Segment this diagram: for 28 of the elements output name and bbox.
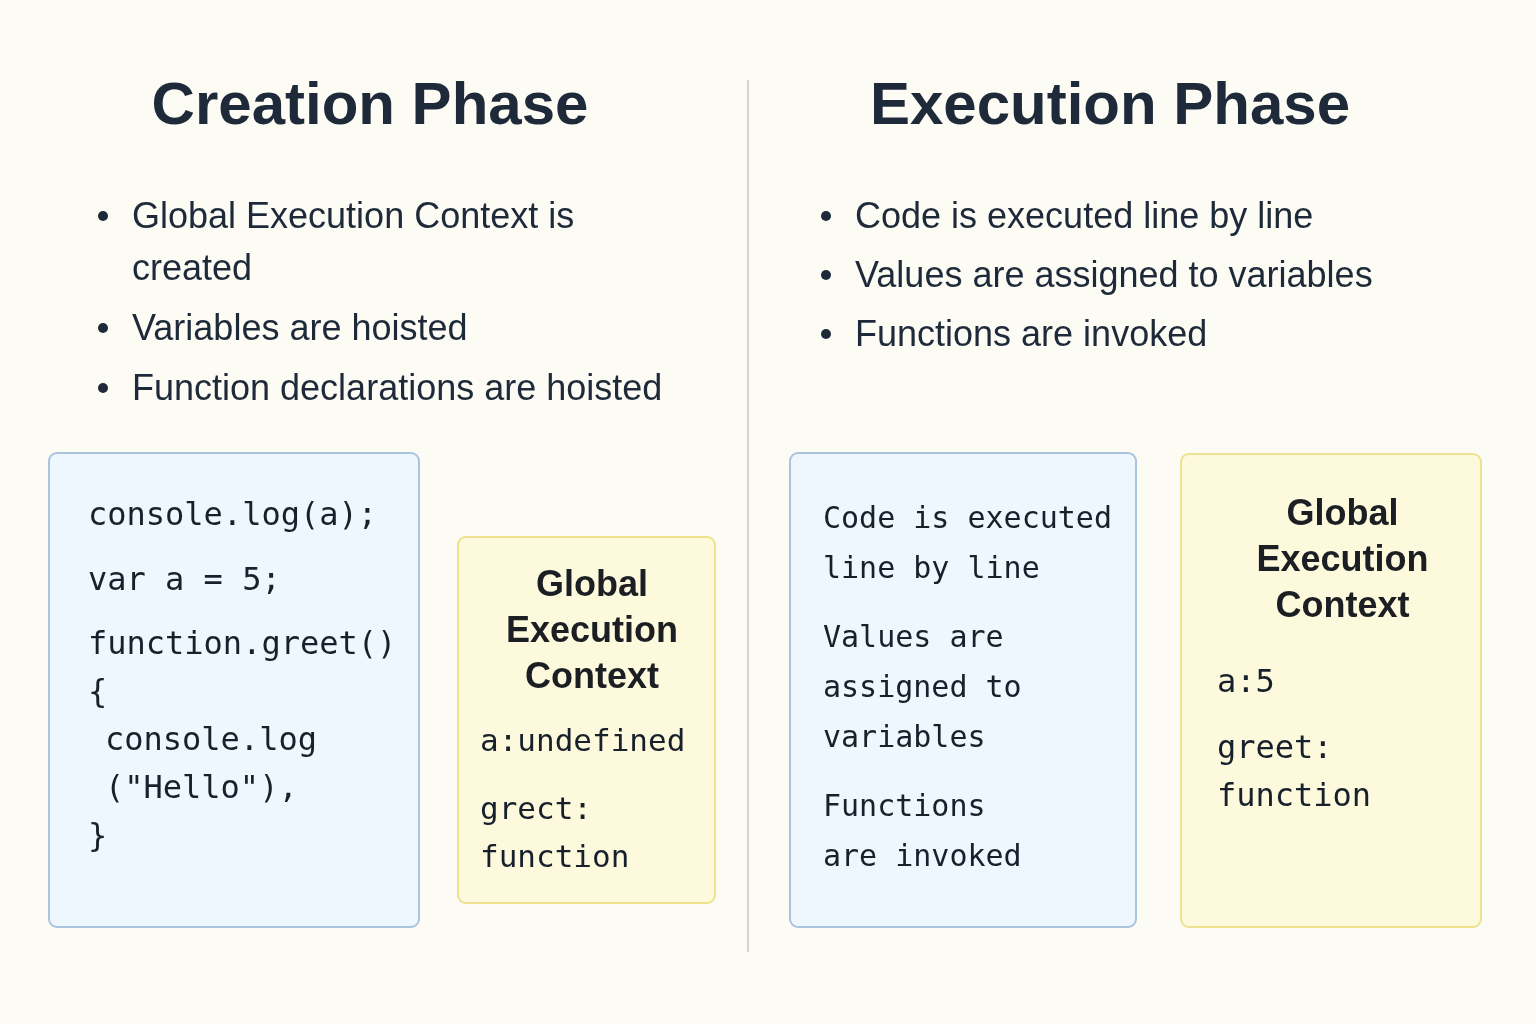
code-line: function.greet() [88, 623, 397, 664]
bullet-text: Function declarations are hoisted [132, 366, 664, 410]
column-heading: Execution Phase [868, 69, 1352, 139]
code-line: ("Hello"), [105, 767, 298, 808]
bullet-text: Functions are invoked [855, 312, 1209, 356]
memory-entry: a:5 [1217, 661, 1275, 702]
panel-heading: Global Execution Context [1255, 491, 1430, 627]
bullet-text: Values are assigned to variables [855, 253, 1374, 297]
code-line: console.log [105, 719, 317, 760]
memory-panel [1180, 453, 1482, 928]
code-line: console.log(a); [88, 494, 377, 535]
panel-heading: Global Execution Context [504, 562, 679, 698]
memory-entry: a:undefined [480, 721, 686, 760]
step-text: Functions are invoked [823, 787, 1023, 875]
code-panel [789, 452, 1137, 928]
memory-entry: greet: function [1217, 727, 1373, 816]
code-line: } [88, 815, 108, 856]
code-line: { [88, 671, 108, 712]
bullet-text: Code is executed line by line [855, 194, 1315, 238]
code-line: var a = 5; [88, 559, 281, 600]
memory-panel [457, 536, 716, 904]
bullet-text: Variables are hoisted [132, 306, 469, 350]
memory-entry: grect: function [480, 789, 631, 876]
code-panel [48, 452, 420, 928]
step-text: Values are assigned to variables [823, 618, 1023, 756]
column-heading: Creation Phase [150, 69, 590, 139]
bullet-text: Global Execution Context is created [132, 194, 576, 290]
step-text: Code is executed line by line [823, 499, 1113, 587]
